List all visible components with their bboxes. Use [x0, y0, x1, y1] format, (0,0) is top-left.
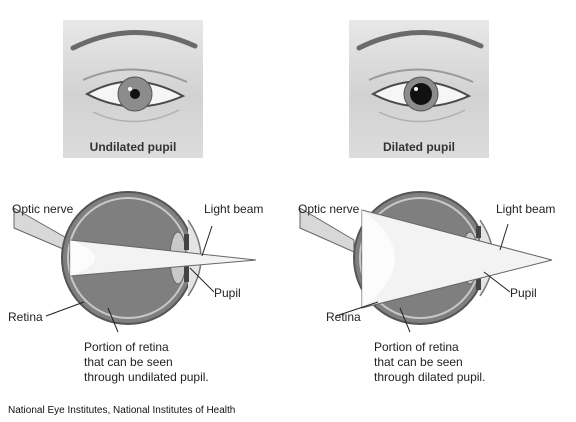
dilated-eye-diagram — [299, 191, 553, 333]
dilated-eye-cross-section: Optic nerve Light beam Pupil Retina Port… — [288, 168, 576, 396]
light-beam-label: Light beam — [496, 202, 556, 216]
portion-pointer — [399, 307, 411, 333]
retina-pointer — [335, 301, 379, 317]
pupil-pointer — [189, 267, 215, 293]
iris-upper — [476, 226, 481, 238]
eyelid-crease — [82, 68, 188, 83]
portion-line-1: Portion of retina — [84, 340, 169, 354]
undilated-eye-cross-section: Optic nerve Light beam Pupil Retina Port… — [0, 168, 288, 396]
iris-lower — [476, 278, 481, 290]
portion-line-1: Portion of retina — [374, 340, 459, 354]
light-beam-pointer — [201, 225, 213, 257]
dilated-eye-illustration — [356, 30, 484, 123]
eyebrow — [70, 30, 198, 51]
portion-of-retina-text: Portion of retina that can be seen throu… — [84, 340, 209, 385]
dilated-caption: Dilated pupil — [383, 140, 455, 154]
undilated-eye-photo: Undilated pupil — [63, 20, 203, 158]
portion-line-2: that can be seen — [374, 355, 463, 369]
pupil-label: Pupil — [214, 286, 241, 300]
undilated-eye-diagram — [13, 191, 257, 333]
pupil-label: Pupil — [510, 286, 537, 300]
undilated-eye-illustration — [70, 30, 198, 123]
portion-of-retina-text: Portion of retina that can be seen throu… — [374, 340, 485, 385]
optic-nerve-label: Optic nerve — [298, 202, 360, 216]
visible-retina-portion — [362, 210, 395, 308]
optic-nerve-label: Optic nerve — [12, 202, 74, 216]
portion-line-2: that can be seen — [84, 355, 173, 369]
portion-pointer — [107, 307, 119, 333]
source-credit: National Eye Institutes, National Instit… — [8, 405, 236, 416]
eyebrow — [356, 30, 484, 51]
iris-lower — [184, 266, 189, 282]
undilated-pupil — [130, 89, 140, 99]
pupil-pointer — [483, 271, 511, 293]
reflection — [128, 87, 132, 91]
visible-retina-portion — [70, 240, 95, 276]
undilated-caption: Undilated pupil — [89, 140, 177, 154]
light-beam-pointer — [499, 223, 509, 251]
iris-upper — [184, 234, 189, 250]
dilated-eye-photo: Dilated pupil — [349, 20, 489, 158]
retina-label: Retina — [8, 310, 43, 324]
reflection — [414, 87, 418, 91]
portion-line-3: through dilated pupil. — [374, 370, 486, 384]
retina-pointer — [45, 301, 85, 317]
lower-lid — [92, 109, 180, 123]
lower-lid — [378, 109, 466, 123]
light-beam-label: Light beam — [204, 202, 264, 216]
portion-line-3: through undilated pupil. — [84, 370, 209, 384]
retina-label: Retina — [326, 310, 361, 324]
dilated-pupil — [410, 83, 432, 105]
eyelid-crease — [368, 68, 474, 83]
